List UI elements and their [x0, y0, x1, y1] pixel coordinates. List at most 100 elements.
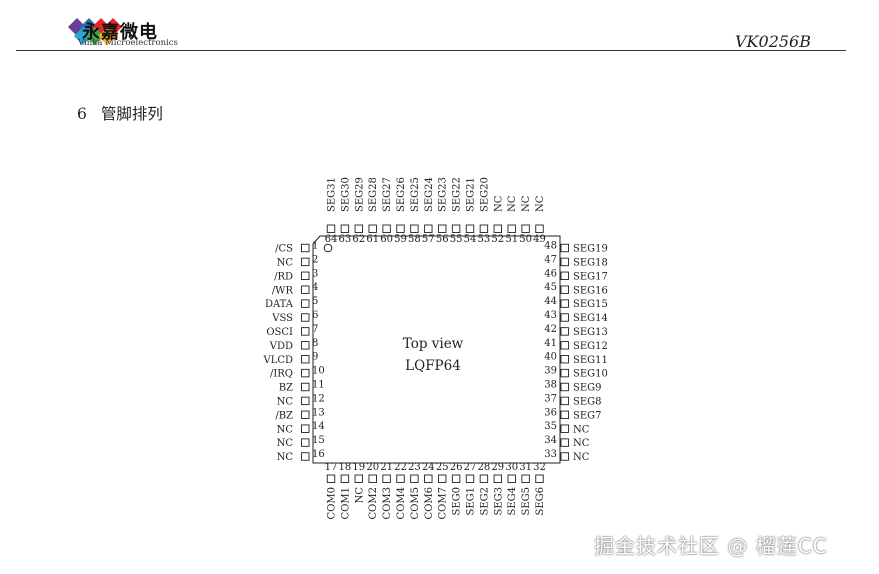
pin-name-left: NC [277, 258, 294, 269]
pin-box-left [301, 396, 310, 406]
pin-number-left: 9 [312, 352, 318, 363]
pin-number-right: 41 [544, 338, 557, 349]
pin-number-bottom: 28 [478, 462, 491, 473]
pin-name-bottom: COM3 [382, 487, 393, 519]
pin-box-right [560, 410, 569, 419]
pin-number-top: 62 [352, 234, 365, 245]
pin-number-top: 55 [450, 234, 463, 245]
pin-name-top: SEG21 [466, 177, 477, 212]
pin-name-right: SEG8 [573, 397, 602, 408]
pin-number-top: 51 [505, 234, 518, 245]
pin-name-top: NC [521, 195, 532, 212]
pin-box-left [301, 382, 310, 392]
pin-number-right: 46 [544, 268, 557, 279]
pin-number-left: 4 [312, 282, 318, 293]
pin-box-bottom [438, 474, 447, 483]
pin-number-top: 64 [325, 234, 338, 245]
pin-name-top: SEG27 [382, 177, 393, 212]
pin-name-bottom: SEG6 [535, 487, 546, 516]
pin-number-right: 35 [544, 421, 557, 432]
pin-box-left [301, 243, 310, 253]
pin-number-bottom: 21 [380, 462, 393, 473]
pin-number-bottom: 20 [366, 462, 379, 473]
pin-name-left: /BZ [275, 410, 293, 421]
pin-box-bottom [451, 474, 461, 483]
pin-name-left: BZ [279, 383, 293, 394]
pin-name-right: SEG17 [573, 271, 608, 282]
pin-number-top: 60 [380, 234, 393, 245]
pin-box-top [507, 224, 516, 233]
pin-number-bottom: 25 [436, 462, 449, 473]
pin-name-top: NC [493, 195, 504, 212]
logo-diamond-6 [86, 27, 104, 45]
pin-name-left: VLCD [262, 355, 293, 366]
pin-name-top: SEG30 [340, 177, 351, 212]
pin-box-left [301, 313, 310, 322]
pin-box-right [560, 271, 569, 280]
pin-name-left: NC [277, 397, 294, 408]
pin-number-right: 39 [544, 366, 557, 377]
pin-number-top: 56 [436, 234, 449, 245]
pin-box-bottom [396, 474, 405, 483]
pin-box-top [410, 224, 419, 233]
section-title-text: 管脚排列 [100, 105, 163, 123]
pin-name-bottom: COM1 [340, 487, 351, 519]
pin-name-bottom: SEG4 [507, 487, 518, 516]
pin-box-right [560, 424, 569, 433]
pin-number-top: 49 [533, 234, 546, 245]
pin-number-right: 44 [544, 296, 557, 307]
pin-number-bottom: 27 [464, 462, 477, 473]
pin-box-bottom [340, 474, 350, 483]
pin-number-left: 15 [312, 435, 325, 446]
pin-number-top: 58 [408, 234, 421, 245]
pin-number-right: 36 [544, 407, 557, 418]
pin-name-left: DATA [265, 299, 294, 310]
company-logo [68, 18, 122, 45]
brand-name-en: Vinka Microelectronics [78, 38, 178, 48]
pin-name-right: NC [573, 452, 590, 463]
pin-box-left [301, 285, 310, 294]
pin-number-bottom: 22 [394, 462, 407, 473]
pin-box-top [493, 224, 502, 233]
pin-box-bottom [354, 474, 363, 483]
pin-number-bottom: 30 [505, 462, 518, 473]
pin-name-right: SEG19 [573, 244, 608, 255]
pin-number-right: 40 [544, 352, 557, 363]
pin-name-top: SEG22 [452, 177, 463, 212]
pin-number-left: 5 [312, 296, 318, 307]
pin-number-right: 42 [544, 324, 557, 335]
pin-number-top: 57 [422, 234, 435, 245]
pin-name-top: NC [535, 195, 546, 212]
pin-box-left [301, 257, 310, 267]
pin-box-right [560, 382, 569, 392]
pin-name-left: NC [277, 424, 294, 435]
pin-name-bottom: SEG5 [521, 487, 532, 516]
pin-number-bottom: 32 [533, 462, 546, 473]
pin-box-left [301, 341, 310, 350]
logo-diamond-5 [74, 27, 92, 45]
pin-box-bottom [424, 474, 433, 483]
pin-number-bottom: 26 [450, 462, 463, 473]
pin-number-bottom: 19 [352, 462, 365, 473]
pin-number-bottom: 31 [519, 462, 532, 473]
pin-box-right [560, 327, 569, 336]
pin-number-right: 45 [544, 282, 557, 293]
pin-name-right: NC [573, 424, 590, 435]
pin-number-top: 61 [366, 234, 379, 245]
pin-name-left: /RD [274, 271, 293, 282]
pin-name-top: SEG24 [424, 177, 435, 212]
pin-number-left: 3 [312, 268, 318, 279]
pin-name-top: SEG25 [410, 177, 421, 212]
pin-box-right [560, 257, 569, 267]
center-title: Top view [403, 336, 464, 352]
pin-name-left: VDD [269, 341, 293, 352]
pin-box-right [560, 299, 569, 308]
pin-number-top: 50 [519, 234, 532, 245]
pin-name-top: SEG29 [354, 177, 365, 212]
pin-box-bottom [479, 474, 489, 483]
pin1-marker [323, 243, 333, 253]
pin-number-left: 10 [312, 366, 325, 377]
pin-box-top [451, 224, 461, 233]
watermark: 掘金技术社区 @ 榴莲CC [594, 534, 828, 558]
